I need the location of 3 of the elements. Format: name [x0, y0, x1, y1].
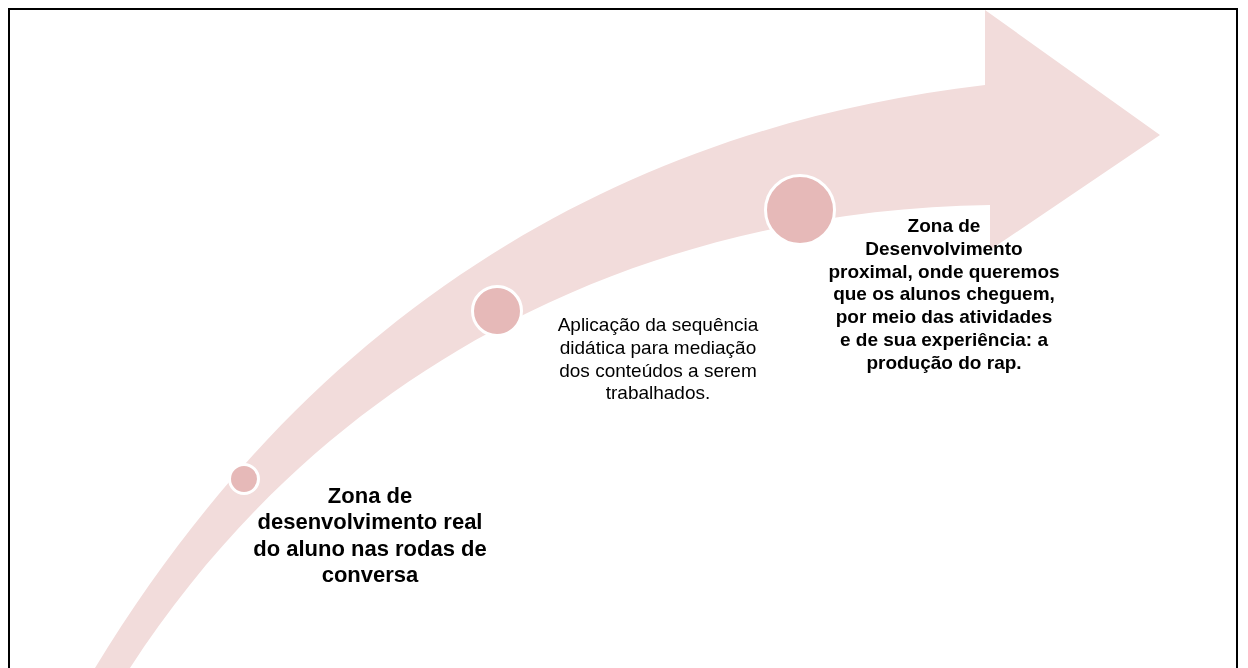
stage-description: Aplicação da sequência didática para mediação dos conteúdos a serem trabalhados. — [556, 314, 760, 406]
stage-description: Zona de Desenvolvimento proximal, onde queremos que os alunos cheguem, por meio das atividades e de sua experiência: a produção do rap. — [828, 215, 1060, 375]
stage-description: Zona de desenvolvimento real do aluno nas rodas de conversa — [252, 483, 488, 589]
